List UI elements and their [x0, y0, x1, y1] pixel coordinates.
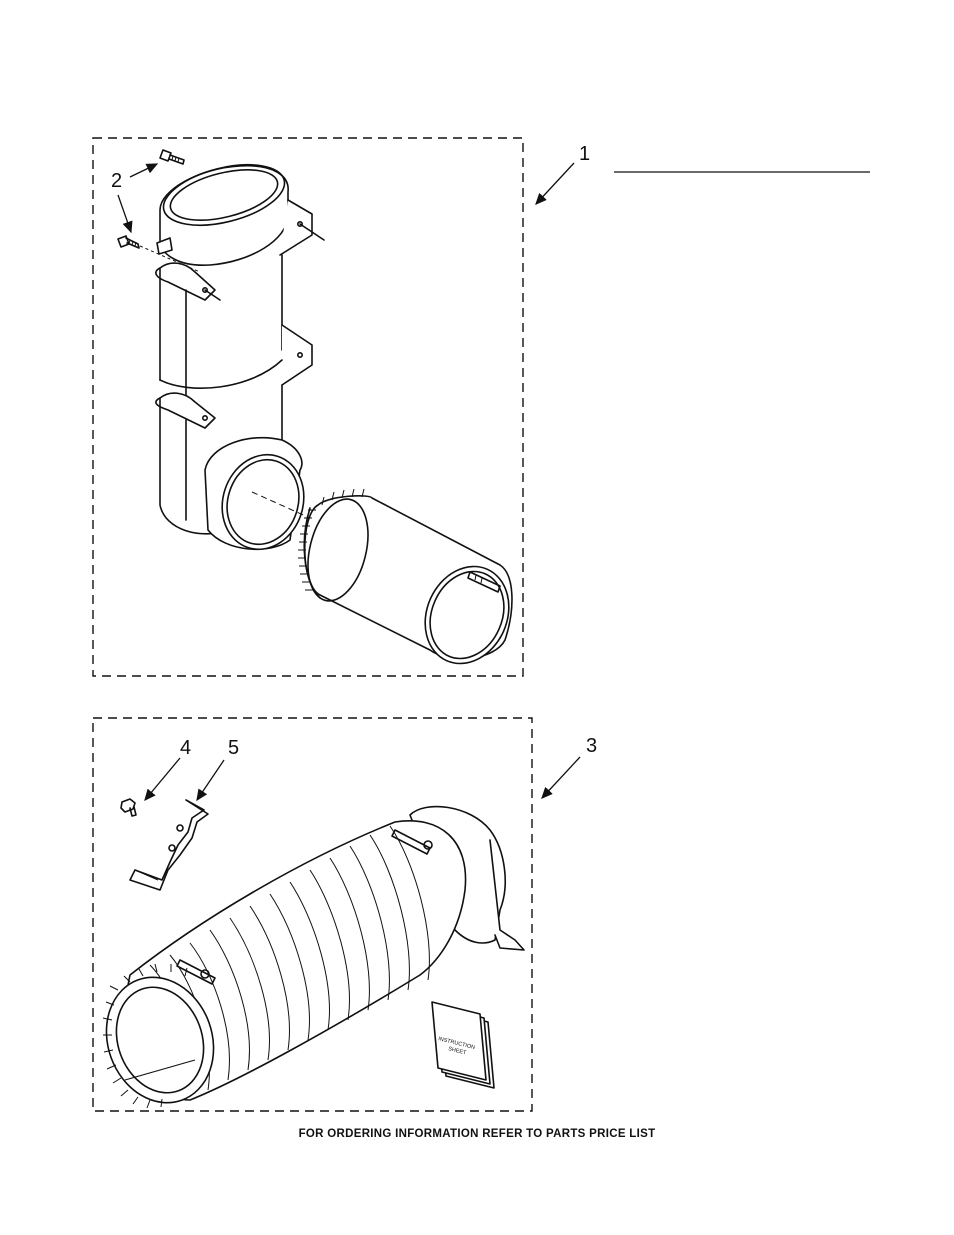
- instruction-sheet: INSTRUCTION SHEET: [431, 1001, 495, 1089]
- callout-4: 4: [180, 737, 192, 759]
- vent-periscope: [155, 164, 325, 551]
- screw-lower: [117, 235, 140, 249]
- callout-2: 2: [111, 170, 123, 192]
- screw-part-4: [120, 798, 137, 817]
- leader-2b: [117, 194, 133, 234]
- flex-duct: [102, 805, 525, 1109]
- leader-5: [196, 759, 225, 802]
- instruction-sheet-line2: SHEET: [448, 1046, 468, 1056]
- leader-3: [541, 756, 581, 799]
- callout-3: 3: [586, 735, 598, 757]
- group-3-dashed-frame: [92, 717, 533, 1112]
- callout-5: 5: [228, 737, 240, 759]
- leader-4: [144, 757, 181, 801]
- leader-1: [535, 162, 575, 205]
- screw-upper: [159, 149, 185, 165]
- callout-1: 1: [579, 143, 591, 165]
- duct-connector: [298, 488, 513, 665]
- leader-2a: [129, 163, 159, 178]
- footer-note: FOR ORDERING INFORMATION REFER TO PARTS …: [298, 1128, 656, 1140]
- group-1-dashed-frame: [92, 137, 524, 677]
- bracket-part-5: [129, 799, 209, 891]
